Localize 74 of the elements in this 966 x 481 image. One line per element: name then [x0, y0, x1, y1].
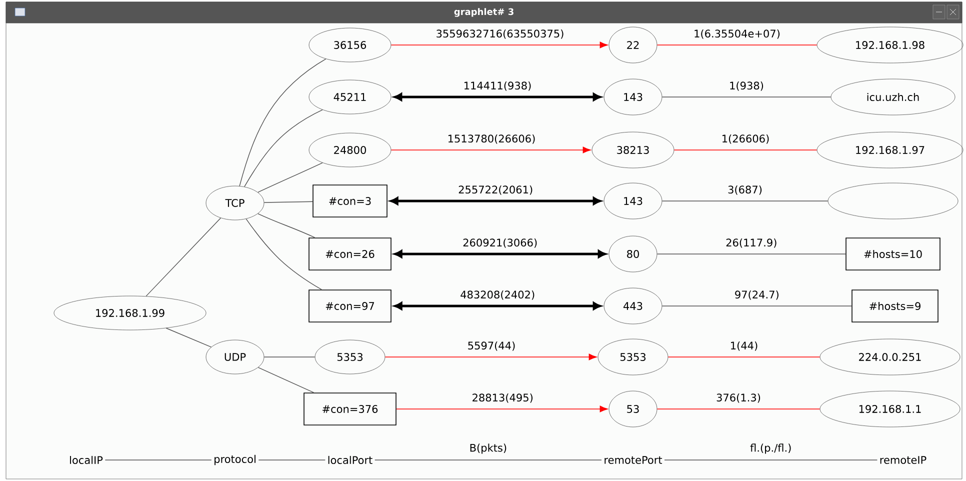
ellipse-node: 22 [608, 26, 658, 64]
ellipse-node: 192.168.1.98 [816, 26, 964, 64]
edge-label: fl.(p./fl.) [750, 444, 791, 454]
connector-line [258, 367, 314, 393]
connector-line [656, 408, 820, 410]
ellipse-node: 192.168.1.99 [54, 296, 206, 330]
ellipse-node: 192.168.1.1 [820, 390, 960, 428]
ellipse-node: 192.168.1.97 [816, 132, 964, 168]
edge-label: 3559632716(63550375) [436, 29, 564, 39]
edge-label: 28813(495) [472, 393, 532, 403]
ellipse-node: 38213 [592, 132, 674, 168]
ellipse-node: 24800 [308, 132, 392, 168]
edge-label: 5597(44) [468, 341, 515, 351]
edge-label: 1(26606) [722, 134, 769, 144]
ellipse-node: 80 [608, 236, 658, 272]
rectangle-node: #con=97 [308, 290, 392, 322]
connector-line [656, 44, 818, 46]
axis-label: localIP [70, 456, 103, 464]
arrow [394, 302, 602, 310]
rectangle-node: #hosts=10 [846, 238, 940, 270]
rectangle-node: #con=26 [308, 238, 392, 270]
ellipse-node: 224.0.0.251 [820, 338, 960, 376]
ellipse-node: 443 [604, 288, 662, 324]
arrow [394, 250, 606, 258]
ellipse-node: 36156 [308, 28, 392, 62]
ellipse-node [828, 182, 958, 220]
connector-line [668, 356, 820, 358]
rectangle-node: #hosts=9 [852, 290, 938, 322]
arrow [390, 197, 602, 205]
ellipse-node: 5353 [598, 338, 668, 376]
connector-line [244, 109, 323, 188]
connector-line [166, 328, 212, 348]
edge-label: B(pkts) [470, 444, 506, 454]
edge-label: 3(687) [728, 185, 762, 195]
edge-label: 255722(2061) [458, 185, 532, 195]
connector-line [146, 218, 222, 297]
connector-line [264, 356, 316, 358]
axis-label: localPort [328, 456, 372, 464]
ellipse-node: icu.uzh.ch [830, 78, 956, 116]
connector-line [258, 213, 316, 238]
edge-label: 1(6.35504e+07) [694, 29, 780, 39]
connector-line [662, 200, 828, 202]
arrow [396, 406, 608, 412]
edge-label: 26(117.9) [726, 238, 776, 248]
ellipse-node: UDP [206, 340, 264, 374]
ellipse-node: TCP [206, 186, 264, 220]
arrow [390, 42, 608, 48]
connector-line [264, 201, 313, 203]
edge-label: 114411(938) [464, 81, 531, 91]
axis-label: remoteIP [880, 456, 926, 464]
connector-line [662, 96, 832, 98]
arrow [390, 146, 591, 154]
ellipse-node: 143 [604, 78, 662, 116]
edge-label: 483208(2402) [460, 290, 534, 300]
axis-label: remotePort [604, 456, 662, 464]
edge-label: 260921(3066) [463, 238, 537, 248]
connector-line [246, 218, 322, 290]
edge-label: 97(24.7) [735, 290, 778, 300]
ellipse-node: 45211 [308, 80, 392, 114]
ellipse-node: 5353 [314, 340, 386, 374]
edge-label: 1(938) [730, 81, 764, 91]
arrow [394, 93, 602, 101]
connector-line [258, 162, 323, 193]
arrow [384, 354, 597, 360]
edge-label: 376(1.3) [716, 393, 760, 403]
rectangle-node: #con=376 [304, 392, 396, 426]
edge-label: 1513780(26606) [448, 134, 535, 144]
axis-label: protocol [214, 454, 256, 466]
title-bar: graphlet# 3 [6, 2, 962, 24]
ellipse-node: 53 [608, 390, 658, 428]
ellipse-node: 143 [604, 182, 662, 220]
edge-label: 1(44) [731, 341, 758, 351]
rectangle-node: #con=3 [312, 184, 388, 218]
connector-line [239, 58, 326, 186]
